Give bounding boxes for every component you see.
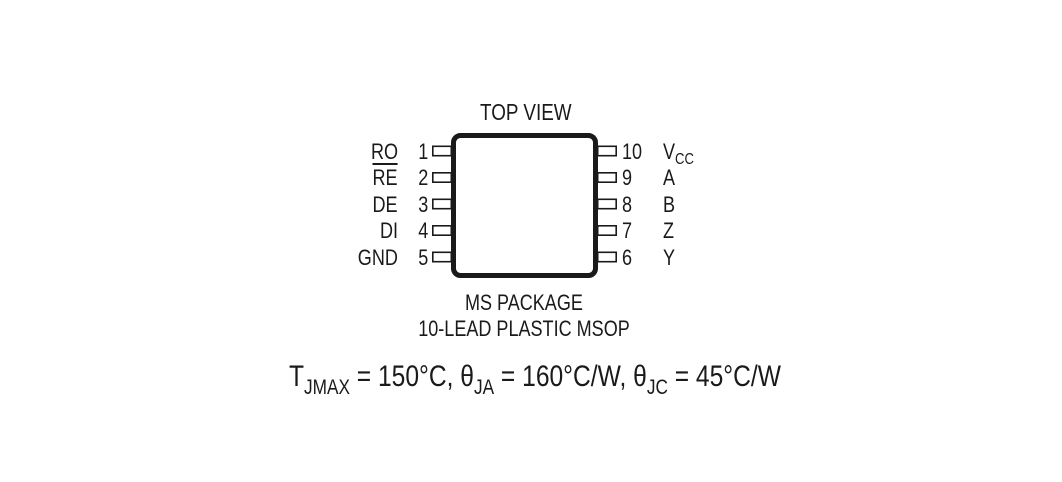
pin-number-6-text: 6 bbox=[622, 245, 633, 270]
pin-name-4: DI bbox=[308, 218, 398, 244]
pin-name-2-text-active-low: RE bbox=[372, 165, 398, 190]
pin-name-5: GND bbox=[308, 245, 398, 271]
pin-name-4-text: DI bbox=[379, 218, 398, 243]
pin-name-5-text: GND bbox=[357, 245, 398, 270]
pin-name-9: A bbox=[663, 165, 678, 191]
thermal-specifications: TJMAX = 150°C, θJA = 160°C/W, θJC = 45°C… bbox=[200, 360, 870, 405]
tjmax-value: = 150°C, bbox=[349, 360, 461, 393]
pin-name-10-text: V bbox=[663, 139, 676, 164]
package-name: MS PACKAGE bbox=[324, 290, 724, 316]
pin-number-9: 9 bbox=[622, 165, 634, 191]
pin-name-7-text: Z bbox=[663, 218, 675, 243]
view-title-text: TOP VIEW bbox=[480, 99, 572, 125]
pin-number-10: 10 bbox=[622, 139, 646, 165]
pin-name-2: RE bbox=[308, 165, 398, 191]
pin-name-8-text: B bbox=[663, 192, 676, 217]
pin-lead-7 bbox=[596, 225, 618, 237]
pin-name-10-subscript: CC bbox=[675, 151, 694, 168]
pin-name-1-text: RO bbox=[370, 139, 398, 164]
pin-lead-6 bbox=[596, 251, 618, 263]
pin-name-9-text: A bbox=[663, 165, 676, 190]
tjmax-subscript: JMAX bbox=[304, 376, 350, 399]
pin-name-8: B bbox=[663, 192, 678, 218]
pin-number-4-text: 4 bbox=[417, 218, 428, 243]
pin-number-2: 2 bbox=[404, 165, 428, 191]
pin-number-8: 8 bbox=[622, 192, 634, 218]
right-pin-leads bbox=[596, 145, 618, 263]
pin-number-6: 6 bbox=[622, 245, 634, 271]
package-name-text: MS PACKAGE bbox=[465, 290, 583, 315]
left-pin-leads bbox=[431, 145, 453, 263]
theta-jc-subscript: JC bbox=[646, 376, 668, 399]
pin-lead-9 bbox=[596, 172, 618, 184]
pin-lead-8 bbox=[596, 198, 618, 210]
pin-number-1-text: 1 bbox=[417, 139, 428, 164]
pin-name-3: DE bbox=[308, 192, 398, 218]
pin-lead-1 bbox=[431, 145, 453, 157]
pin-number-7: 7 bbox=[622, 218, 634, 244]
theta-ja-symbol: θ bbox=[460, 360, 475, 393]
view-title: TOP VIEW bbox=[431, 99, 621, 125]
pin-number-3-text: 3 bbox=[417, 192, 428, 217]
theta-jc-value: = 45°C/W bbox=[667, 360, 781, 393]
ic-package-body bbox=[451, 133, 598, 278]
pin-lead-2 bbox=[431, 172, 453, 184]
pin-number-8-text: 8 bbox=[622, 192, 633, 217]
theta-jc-symbol: θ bbox=[633, 360, 647, 393]
package-description-text: 10-LEAD PLASTIC MSOP bbox=[418, 316, 630, 341]
pin-lead-5 bbox=[431, 251, 453, 263]
pin-number-5-text: 5 bbox=[417, 245, 428, 270]
pin-number-1: 1 bbox=[404, 139, 428, 165]
pin-lead-3 bbox=[431, 198, 453, 210]
pin-lead-4 bbox=[431, 225, 453, 237]
pin-number-9-text: 9 bbox=[622, 165, 633, 190]
theta-ja-value: = 160°C/W, bbox=[494, 360, 634, 393]
tjmax-symbol: T bbox=[289, 360, 305, 393]
pin-name-10: VCC bbox=[663, 139, 701, 173]
pin-number-5: 5 bbox=[404, 245, 428, 271]
pin-name-7: Z bbox=[663, 218, 676, 244]
pin-name-6: Y bbox=[663, 245, 678, 271]
pin-number-10-text: 10 bbox=[622, 139, 643, 164]
package-description: 10-LEAD PLASTIC MSOP bbox=[324, 316, 724, 342]
pin-number-2-text: 2 bbox=[417, 165, 428, 190]
pin-number-7-text: 7 bbox=[622, 218, 633, 243]
pin-name-1: RO bbox=[308, 139, 398, 165]
pin-name-6-text: Y bbox=[663, 245, 676, 270]
theta-ja-subscript: JA bbox=[474, 376, 495, 399]
pin-number-3: 3 bbox=[404, 192, 428, 218]
pin-number-4: 4 bbox=[404, 218, 428, 244]
pin-name-3-text: DE bbox=[372, 192, 398, 217]
pin-lead-10 bbox=[596, 145, 618, 157]
